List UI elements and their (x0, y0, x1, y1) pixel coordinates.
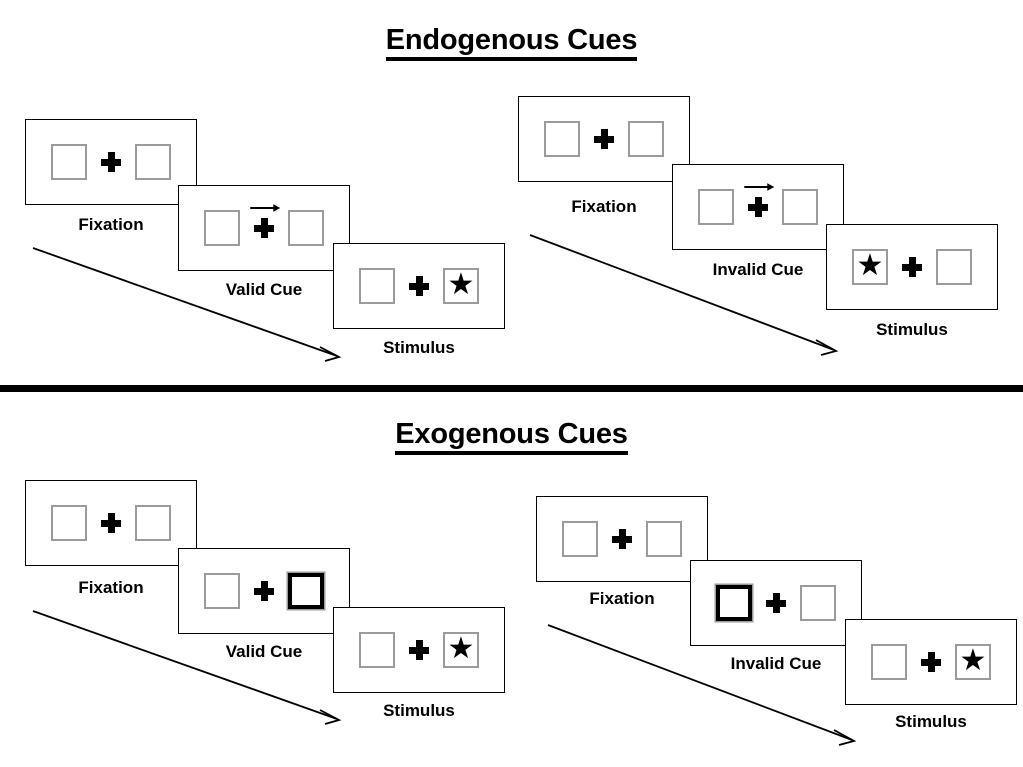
placeholder-box-left-with-target: ★ (852, 249, 888, 285)
frame-label-exogenous-valid-fixation: Fixation (78, 578, 144, 597)
frame-exogenous-valid-stimulus[interactable]: ★ (333, 607, 505, 693)
plus-icon (254, 218, 274, 238)
fixation-center (395, 640, 443, 660)
time-arrow-icon-exogenous-valid (32, 610, 342, 725)
placeholder-box-left (359, 268, 395, 304)
cued-box-left (716, 585, 752, 621)
fixation-center (888, 257, 936, 277)
plus-icon (101, 513, 121, 533)
section-title-endogenous: Endogenous Cues (0, 24, 1023, 61)
plus-icon (902, 257, 922, 277)
fixation-center (240, 204, 288, 238)
placeholder-box-right-with-target: ★ (955, 644, 991, 680)
placeholder-box-left (204, 210, 240, 246)
frame-label-exogenous-valid-cue: Valid Cue (225, 642, 303, 661)
section-title-endogenous-text: Endogenous Cues (385, 24, 637, 61)
frame-label-endogenous-invalid-fixation: Fixation (571, 197, 637, 216)
placeholder-box-right-with-target: ★ (443, 632, 479, 668)
plus-icon (748, 197, 768, 217)
frame-label-endogenous-valid-stimulus: Stimulus (383, 338, 455, 357)
placeholder-box-right (288, 210, 324, 246)
frame-label-exogenous-invalid-fixation: Fixation (589, 589, 655, 608)
fixation-center (395, 276, 443, 296)
frame-exogenous-invalid-cue[interactable] (690, 560, 862, 646)
arrow-right-icon (744, 183, 775, 191)
plus-icon (254, 581, 274, 601)
fixation-center (752, 593, 800, 613)
frame-exogenous-valid-fixation[interactable] (25, 480, 197, 566)
star-icon: ★ (447, 268, 475, 301)
frame-label-exogenous-valid-stimulus: Stimulus (383, 701, 455, 720)
frame-label-exogenous-invalid-stimulus: Stimulus (895, 712, 967, 731)
placeholder-box-right-with-target: ★ (443, 268, 479, 304)
frame-label-endogenous-invalid-cue: Invalid Cue (712, 260, 804, 279)
placeholder-box-left (51, 144, 87, 180)
placeholder-box-right (628, 121, 664, 157)
time-arrow-icon-endogenous-valid (32, 247, 342, 362)
frame-endogenous-invalid-stimulus[interactable]: ★ (826, 224, 998, 310)
placeholder-box-left (698, 189, 734, 225)
frame-label-exogenous-invalid-cue: Invalid Cue (730, 654, 822, 673)
plus-icon (612, 529, 632, 549)
placeholder-box-right (936, 249, 972, 285)
fixation-center (87, 513, 135, 533)
fixation-center (907, 652, 955, 672)
arrow-right-icon (250, 204, 281, 212)
placeholder-box-right (135, 144, 171, 180)
placeholder-box-left (544, 121, 580, 157)
fixation-center (598, 529, 646, 549)
plus-icon (409, 276, 429, 296)
star-icon: ★ (447, 632, 475, 665)
fixation-center (87, 152, 135, 172)
star-icon: ★ (959, 644, 987, 677)
placeholder-box-right (782, 189, 818, 225)
fixation-center (240, 581, 288, 601)
frame-exogenous-invalid-stimulus[interactable]: ★ (845, 619, 1017, 705)
time-arrow-icon-exogenous-invalid (547, 624, 857, 746)
plus-icon (594, 129, 614, 149)
placeholder-box-left (359, 632, 395, 668)
placeholder-box-left (562, 521, 598, 557)
time-arrow-icon-endogenous-invalid (529, 234, 839, 356)
star-icon: ★ (856, 249, 884, 282)
placeholder-box-right (800, 585, 836, 621)
cued-box-right (288, 573, 324, 609)
fixation-center (734, 183, 782, 217)
section-divider (0, 385, 1023, 392)
plus-icon (766, 593, 786, 613)
frame-endogenous-valid-fixation[interactable] (25, 119, 197, 205)
frame-label-endogenous-valid-cue: Valid Cue (225, 280, 303, 299)
frame-endogenous-valid-stimulus[interactable]: ★ (333, 243, 505, 329)
section-title-exogenous: Exogenous Cues (0, 418, 1023, 455)
placeholder-box-right (135, 505, 171, 541)
frame-exogenous-valid-cue[interactable] (178, 548, 350, 634)
frame-exogenous-invalid-fixation[interactable] (536, 496, 708, 582)
plus-icon (409, 640, 429, 660)
placeholder-box-right (646, 521, 682, 557)
placeholder-box-left (871, 644, 907, 680)
frame-endogenous-valid-cue[interactable] (178, 185, 350, 271)
frame-endogenous-invalid-fixation[interactable] (518, 96, 690, 182)
frame-label-endogenous-valid-fixation: Fixation (78, 215, 144, 234)
fixation-center (580, 129, 628, 149)
frame-endogenous-invalid-cue[interactable] (672, 164, 844, 250)
plus-icon (921, 652, 941, 672)
placeholder-box-left (204, 573, 240, 609)
plus-icon (101, 152, 121, 172)
frame-label-endogenous-invalid-stimulus: Stimulus (876, 320, 948, 339)
section-title-exogenous-text: Exogenous Cues (395, 418, 628, 455)
placeholder-box-left (51, 505, 87, 541)
